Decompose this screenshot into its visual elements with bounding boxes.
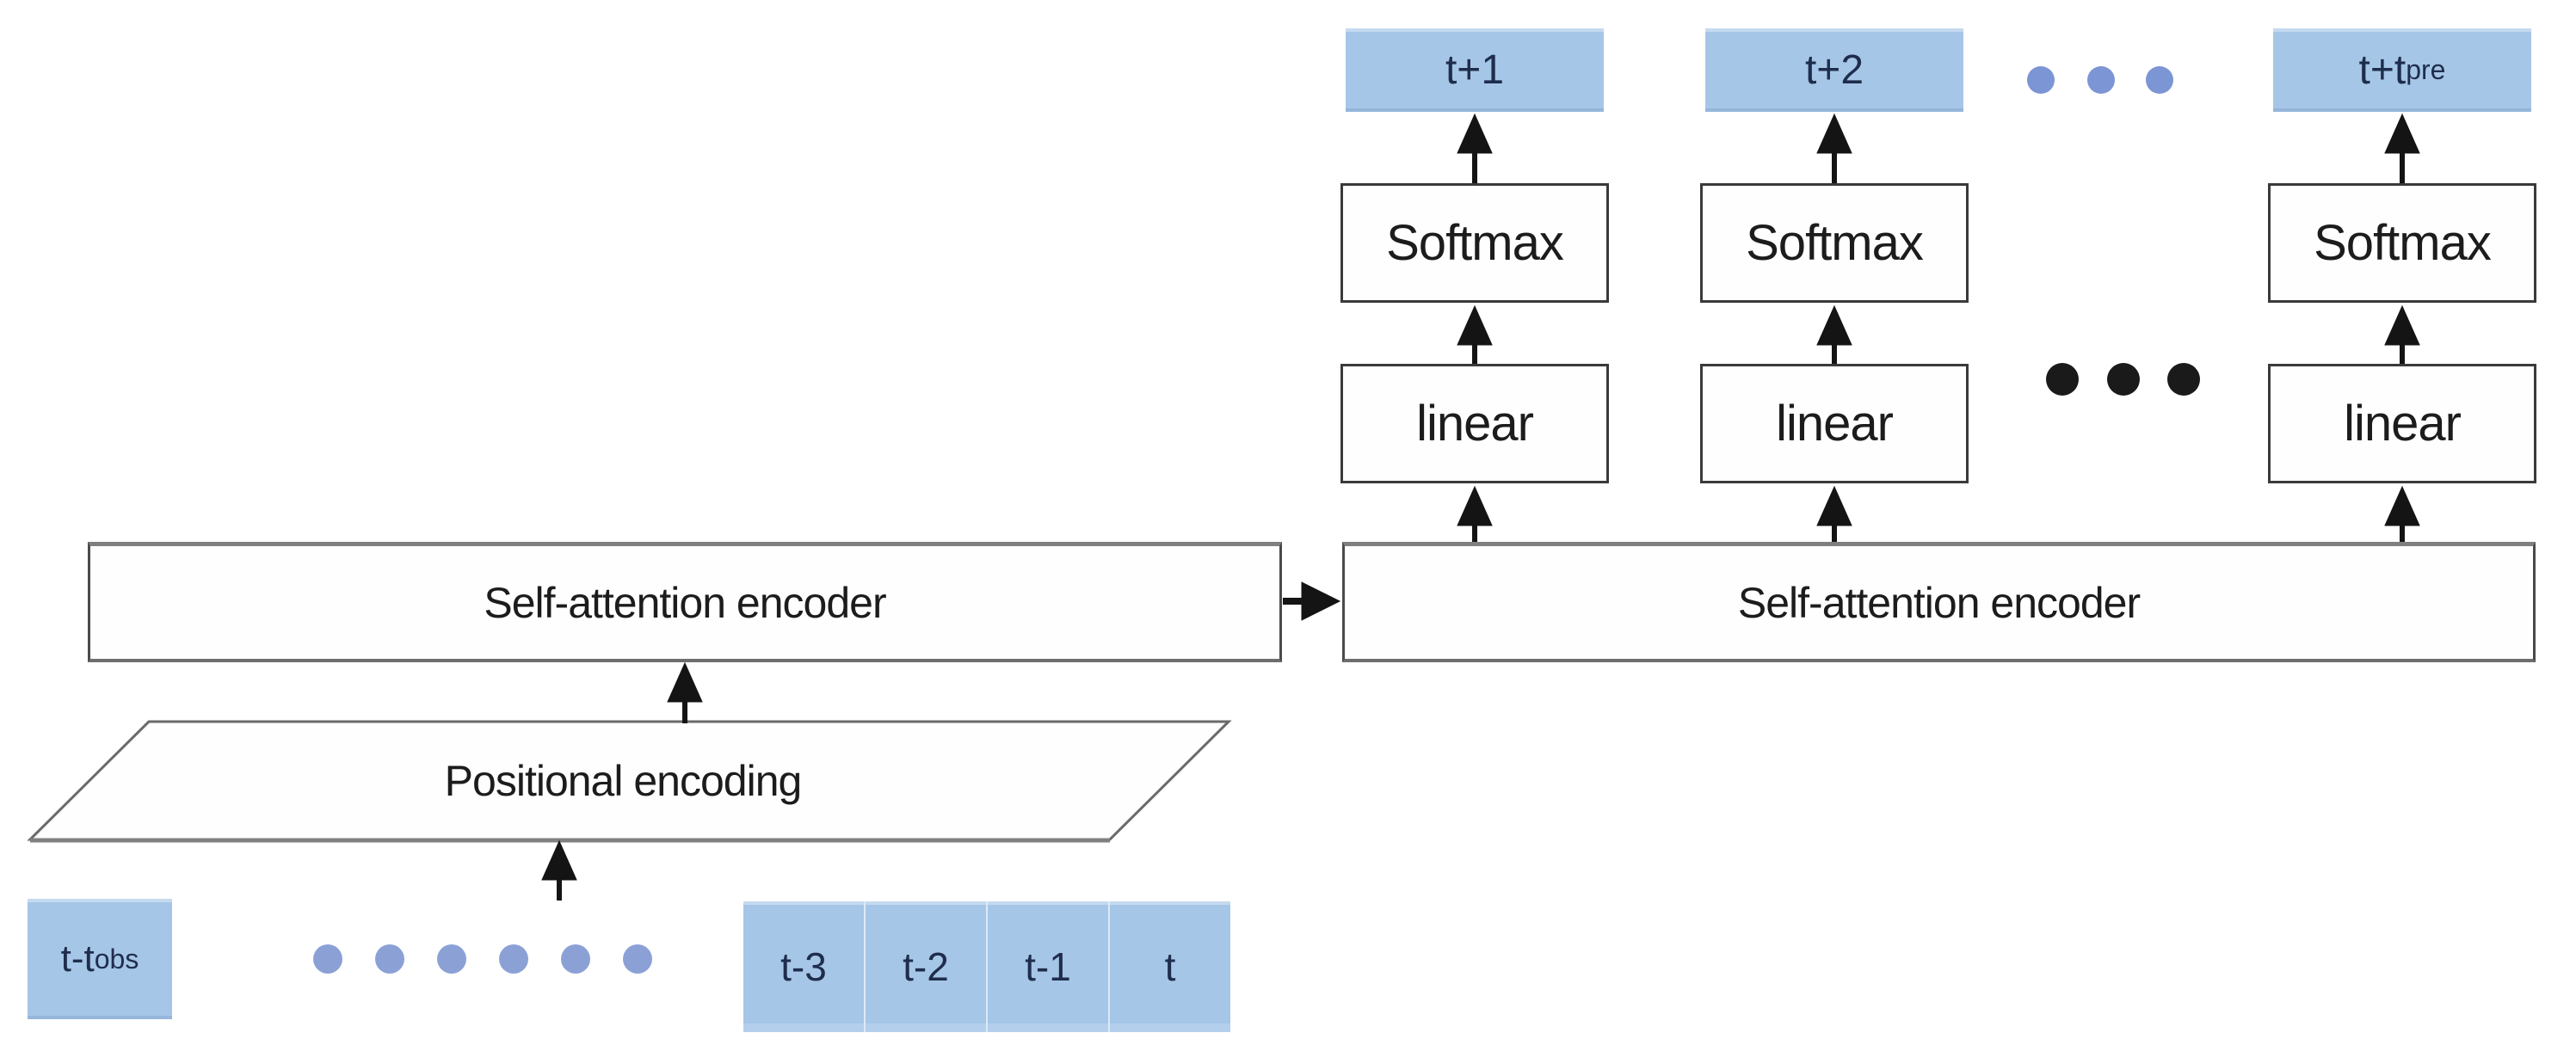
input-cell-t: t	[1108, 901, 1230, 1032]
softmax-box-2: Softmax	[1700, 183, 1969, 303]
input-label: t-t	[60, 937, 95, 980]
linear-box-2: linear	[1700, 364, 1969, 483]
input-subscript: obs	[94, 943, 139, 974]
linear-label: linear	[2344, 396, 2462, 452]
time-step-label: t+t	[2358, 47, 2407, 93]
ellipsis-dot-icon	[375, 944, 404, 974]
right-self-attention-encoder-box: Self-attention encoder	[1342, 542, 2536, 662]
time-step-box-t-plus-1: t+1	[1346, 28, 1604, 112]
ellipsis-dot-icon	[2146, 66, 2173, 94]
linear-box-3: linear	[2268, 364, 2536, 483]
linear-label: linear	[1416, 396, 1534, 452]
softmax-label: Softmax	[1746, 215, 1924, 271]
arrows	[541, 113, 2420, 901]
left-encoder-label: Self-attention encoder	[484, 578, 886, 627]
ellipsis-dot-icon	[313, 944, 342, 974]
softmax-label: Softmax	[2314, 215, 2492, 271]
arrow-input-to-positional	[541, 839, 577, 881]
linear-box-1: linear	[1340, 364, 1609, 483]
time-step-box-t-plus-2: t+2	[1705, 28, 1963, 112]
arrow-softmax-to-time-1	[1457, 113, 1493, 154]
arrow-linear-to-softmax-3	[2384, 304, 2420, 346]
arrow-positional-to-encoder	[667, 661, 703, 703]
softmax-label: Softmax	[1386, 215, 1564, 271]
ellipsis-dot-icon	[2087, 66, 2115, 94]
arrow-left-encoder-to-right-encoder	[1301, 581, 1341, 621]
time-step-label: t+1	[1445, 47, 1505, 93]
ellipsis-dot-icon	[499, 944, 528, 974]
positional-encoding-label: Positional encoding	[444, 757, 803, 805]
linear-label: linear	[1776, 396, 1894, 452]
arrow-encoder-to-linear-2	[1816, 485, 1852, 526]
ellipsis-dot-icon	[437, 944, 466, 974]
time-step-subscript: pre	[2406, 54, 2446, 85]
ellipsis-dot-icon	[2046, 363, 2079, 396]
ellipsis-dot-icon	[2027, 66, 2055, 94]
time-step-label: t+2	[1804, 47, 1864, 93]
input-cell-t-minus-1: t-1	[986, 901, 1108, 1032]
input-sequence-box: t-3 t-2 t-1 t	[743, 901, 1230, 1032]
ellipsis-dot-icon	[623, 944, 652, 974]
arrow-softmax-to-time-3	[2384, 113, 2420, 154]
input-cell-t-minus-3: t-3	[780, 944, 827, 989]
softmax-box-1: Softmax	[1340, 183, 1609, 303]
right-encoder-label: Self-attention encoder	[1737, 578, 2141, 627]
arrow-linear-to-softmax-2	[1816, 304, 1852, 346]
arrow-linear-to-softmax-1	[1457, 304, 1493, 346]
left-self-attention-encoder-box: Self-attention encoder	[88, 542, 1282, 662]
input-cell-t-minus-2: t-2	[864, 901, 986, 1032]
ellipsis-dot-icon	[2107, 363, 2140, 396]
ellipsis-dot-icon	[561, 944, 590, 974]
ellipsis-dot-icon	[2167, 363, 2200, 396]
arrow-encoder-to-linear-1	[1457, 485, 1493, 526]
arrow-encoder-to-linear-3	[2384, 485, 2420, 526]
arrow-softmax-to-time-2	[1816, 113, 1852, 154]
softmax-box-3: Softmax	[2268, 183, 2536, 303]
